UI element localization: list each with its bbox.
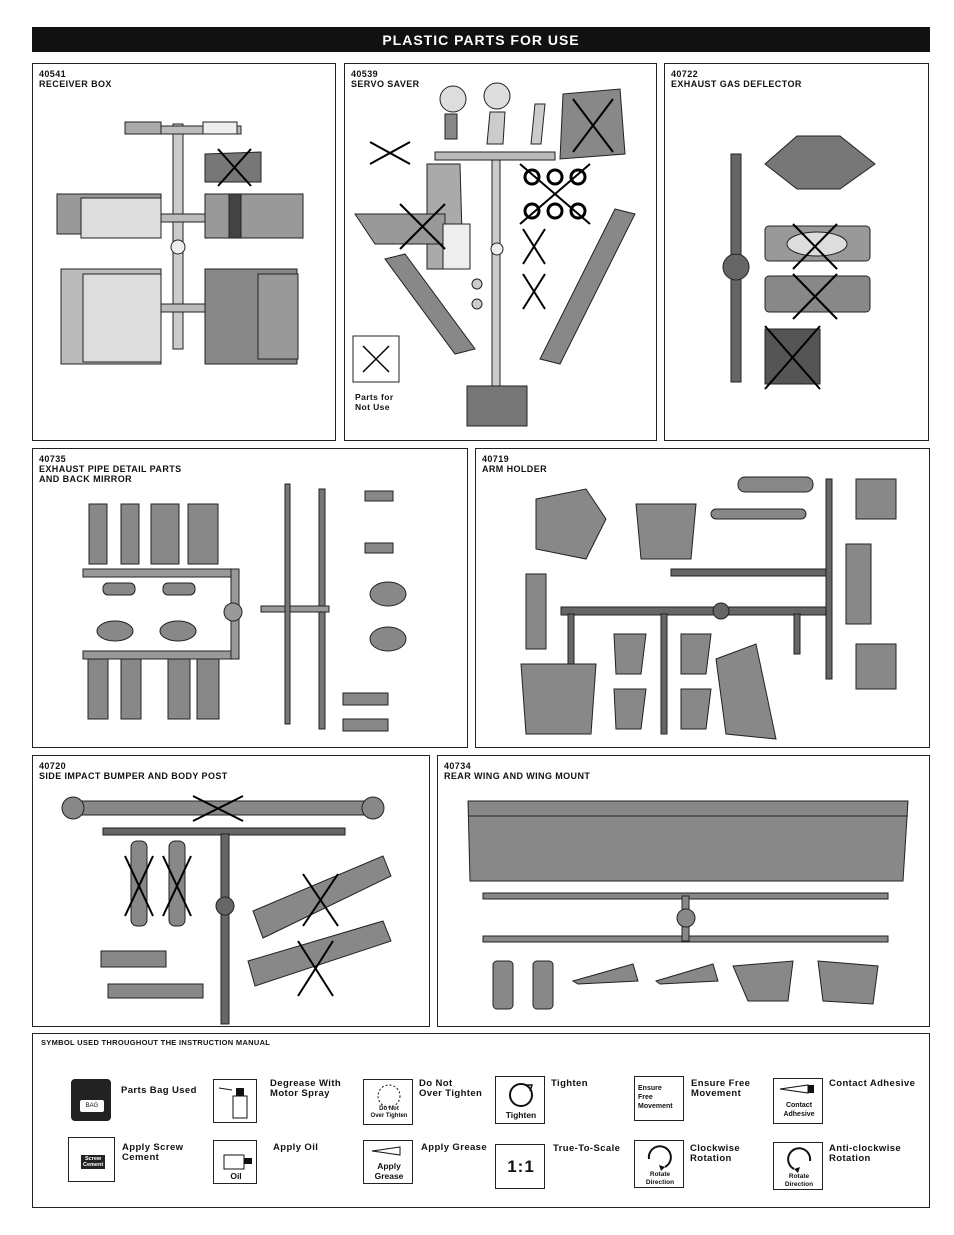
free-movement-icon: Ensure Free Movement — [634, 1076, 684, 1121]
part-code: 40720 — [39, 761, 67, 771]
part-name: EXHAUST PIPE DETAIL PARTS AND BACK MIRRO… — [39, 464, 182, 484]
part-name: ARM HOLDER — [482, 464, 547, 474]
no-over-tighten-label: Do Not Over Tighten — [419, 1078, 483, 1099]
clockwise-icon: Rotate Direction — [634, 1140, 684, 1188]
part-name: SERVO SAVER — [351, 79, 420, 89]
oil-label: Apply Oil — [273, 1142, 319, 1153]
screw-cement-icon: Screw Cement — [68, 1137, 115, 1182]
part-name: EXHAUST GAS DEFLECTOR — [671, 79, 802, 89]
true-to-scale-icon: 1:1 — [495, 1144, 545, 1189]
tighten-icon: Tighten — [495, 1076, 545, 1124]
part-code: 40539 — [351, 69, 379, 79]
scale-label: True-To-Scale — [553, 1143, 621, 1154]
servo-saver-drawing — [352, 82, 636, 427]
page-title: PLASTIC PARTS FOR USE — [32, 27, 930, 52]
exhaust-gas-deflector-drawing — [722, 135, 876, 390]
arm-holder-drawing — [520, 476, 897, 740]
part-name: RECEIVER BOX — [39, 79, 112, 89]
clockwise-label: Clockwise Rotation — [690, 1143, 741, 1164]
anti-clockwise-label: Anti-clockwise Rotation — [829, 1143, 902, 1164]
grease-icon: Apply Grease — [363, 1140, 413, 1184]
do-not-over-tighten-icon: Do Not Over Tighten — [363, 1079, 413, 1125]
symbols-heading: SYMBOL USED THROUGHOUT THE INSTRUCTION M… — [41, 1038, 271, 1047]
bag-icon: BAG — [71, 1079, 111, 1121]
tighten-label: Tighten — [551, 1078, 588, 1089]
motor-spray-icon — [213, 1079, 257, 1123]
part-name: REAR WING AND WING MOUNT — [444, 771, 591, 781]
bag-label: Parts Bag Used — [121, 1085, 197, 1096]
part-code: 40541 — [39, 69, 67, 79]
contact-adhesive-icon: Contact Adhesive — [773, 1078, 823, 1124]
free-movement-label: Ensure Free Movement — [691, 1078, 751, 1099]
part-code: 40735 — [39, 454, 67, 464]
part-name: SIDE IMPACT BUMPER AND BODY POST — [39, 771, 228, 781]
panel-symbol-legend: SYMBOL USED THROUGHOUT THE INSTRUCTION M… — [32, 1033, 930, 1208]
not-use-legend: Parts for Not Use — [355, 392, 394, 412]
oil-icon: Oil — [213, 1140, 257, 1184]
contact-adhesive-label: Contact Adhesive — [829, 1078, 916, 1089]
side-impact-bumper-drawing — [61, 795, 392, 1025]
grease-label: Apply Grease — [421, 1142, 488, 1153]
exhaust-pipe-detail-drawing — [82, 483, 407, 732]
anti-clockwise-icon: Rotate Direction — [773, 1142, 823, 1190]
part-code: 40734 — [444, 761, 472, 771]
screw-cement-label: Apply Screw Cement — [122, 1142, 184, 1163]
degrease-label: Degrease With Motor Spray — [270, 1078, 342, 1099]
rear-wing-drawing — [467, 800, 909, 1010]
part-code: 40722 — [671, 69, 699, 79]
receiver-box-drawing — [56, 121, 304, 365]
part-code: 40719 — [482, 454, 510, 464]
